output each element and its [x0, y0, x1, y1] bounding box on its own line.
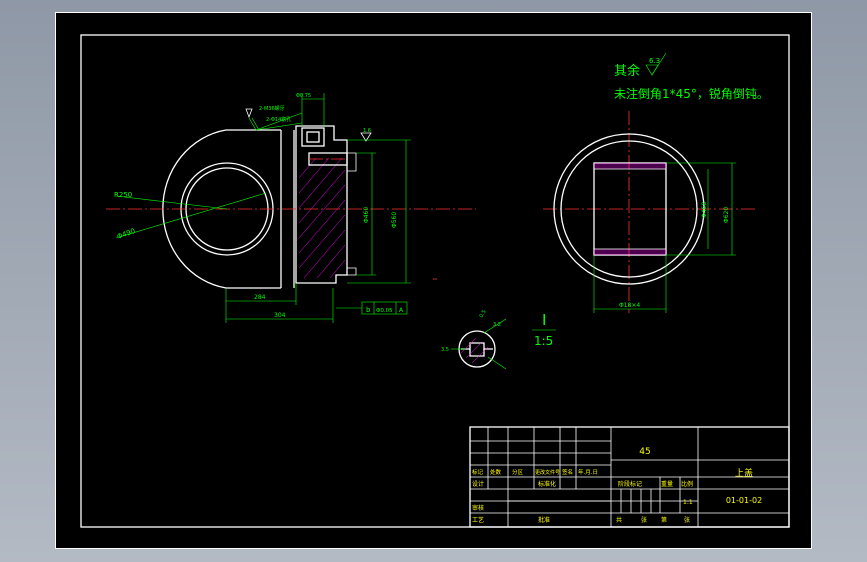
- title-header-mark: 标记: [472, 468, 484, 476]
- detail-dimension-1: 0.5: [479, 309, 488, 319]
- title-sheet-number: 第: [661, 516, 667, 524]
- right-square-pocket: [593, 162, 667, 256]
- title-process-label: 工艺: [472, 516, 484, 524]
- drawing-canvas[interactable]: R250 Φ490 284 304 b Φ0.05 A 2-M36螺牙 2-Φ1…: [56, 13, 813, 550]
- left-section-body: [295, 125, 348, 284]
- title-sheet-word: 张: [641, 516, 647, 524]
- title-block: 45 上盖 01-01-02 标记 处数 分区 更改文件号 签名 年.月.日 设…: [469, 426, 790, 528]
- thread-spec-label: 2-M36螺牙: [259, 105, 285, 112]
- title-approve-label: 批准: [538, 516, 550, 524]
- left-top-slot-inner: [306, 131, 320, 143]
- radius-dimension: R250: [114, 191, 132, 199]
- title-scale-value: 1:1: [683, 499, 693, 506]
- left-step-upper: [347, 152, 357, 172]
- title-header-zone: 分区: [512, 468, 524, 476]
- drawing-border-frame: [80, 34, 790, 528]
- detail-dimension-2: 3.2: [493, 322, 501, 328]
- title-design-label: 设计: [472, 480, 484, 488]
- right-inner-circle: [560, 140, 698, 278]
- left-diameter-dimension: Φ490: [116, 227, 136, 241]
- notes-remaining-label: 其余: [614, 63, 640, 79]
- title-header-signature: 签名: [562, 468, 573, 476]
- title-material: 45: [639, 447, 650, 457]
- right-view: Φ620 Φ468 Φ18×4: [553, 133, 736, 313]
- title-stage-mark-label: 阶段标记: [618, 480, 642, 488]
- width-284-dimension: 284: [254, 294, 266, 301]
- vertical-dimension-560: Φ560: [391, 212, 398, 228]
- right-dimension-468: Φ468: [701, 202, 708, 218]
- title-drawing-number: 01-01-02: [726, 496, 762, 505]
- detail-scale: 1:5: [534, 334, 553, 348]
- title-review-label: 审核: [472, 504, 484, 512]
- right-dimension-620: Φ620: [723, 207, 730, 223]
- vertical-dimension-460: Φ460: [363, 207, 370, 223]
- width-304-dimension: 304: [274, 312, 286, 319]
- notes-roughness-value: 6.3: [649, 57, 660, 65]
- title-weight-label: 重量: [661, 480, 673, 488]
- cad-drawing-viewport[interactable]: R250 Φ490 284 304 b Φ0.05 A 2-M36螺牙 2-Φ1…: [55, 12, 812, 549]
- title-sheet-word-2: 张: [684, 516, 690, 524]
- left-step-lower: [347, 267, 357, 276]
- title-part-name: 上盖: [735, 467, 753, 479]
- roughness-symbol-top: [245, 108, 253, 119]
- tolerance-datum-b: b: [366, 306, 371, 314]
- title-header-count: 处数: [490, 468, 502, 476]
- tolerance-datum-a: A: [399, 307, 404, 314]
- right-outer-circle: [553, 133, 705, 285]
- left-view-dimensions: R250 Φ490 284 304 b Φ0.05 A 2-M36螺牙 2-Φ1…: [114, 93, 411, 323]
- roughness-value-right: 1.6: [363, 128, 371, 134]
- right-bottom-dimension: Φ18×4: [619, 302, 640, 309]
- left-view: [162, 125, 357, 289]
- detail-view: 0.5 3.2 3.5: [441, 309, 507, 370]
- detail-label: I: [542, 311, 546, 329]
- detail-scale-note: I 1:5: [532, 311, 556, 348]
- roughness-symbol-right: [360, 132, 372, 142]
- top-diameter-label: Φ0.75: [296, 93, 311, 99]
- left-section-hatch: [298, 157, 346, 279]
- notes-chamfer-text: 未注倒角1*45°，锐角倒钝。: [614, 86, 769, 101]
- title-header-change-doc: 更改文件号: [535, 469, 560, 476]
- title-sheets-total: 共: [616, 516, 622, 524]
- counterbore-spec-label: 2-Φ14锪孔: [266, 116, 291, 123]
- tolerance-value: Φ0.05: [376, 308, 393, 314]
- left-top-slot: [301, 127, 325, 147]
- detail-dimension-3: 3.5: [441, 347, 449, 353]
- title-standardize-label: 标准化: [538, 480, 556, 488]
- title-header-date: 年.月.日: [578, 468, 598, 476]
- detail-groove-profile: [461, 342, 493, 350]
- title-scale-label: 比例: [681, 480, 693, 488]
- notes-roughness-symbol: [645, 64, 659, 76]
- technical-notes: 其余 6.3 未注倒角1*45°，锐角倒钝。: [614, 52, 769, 101]
